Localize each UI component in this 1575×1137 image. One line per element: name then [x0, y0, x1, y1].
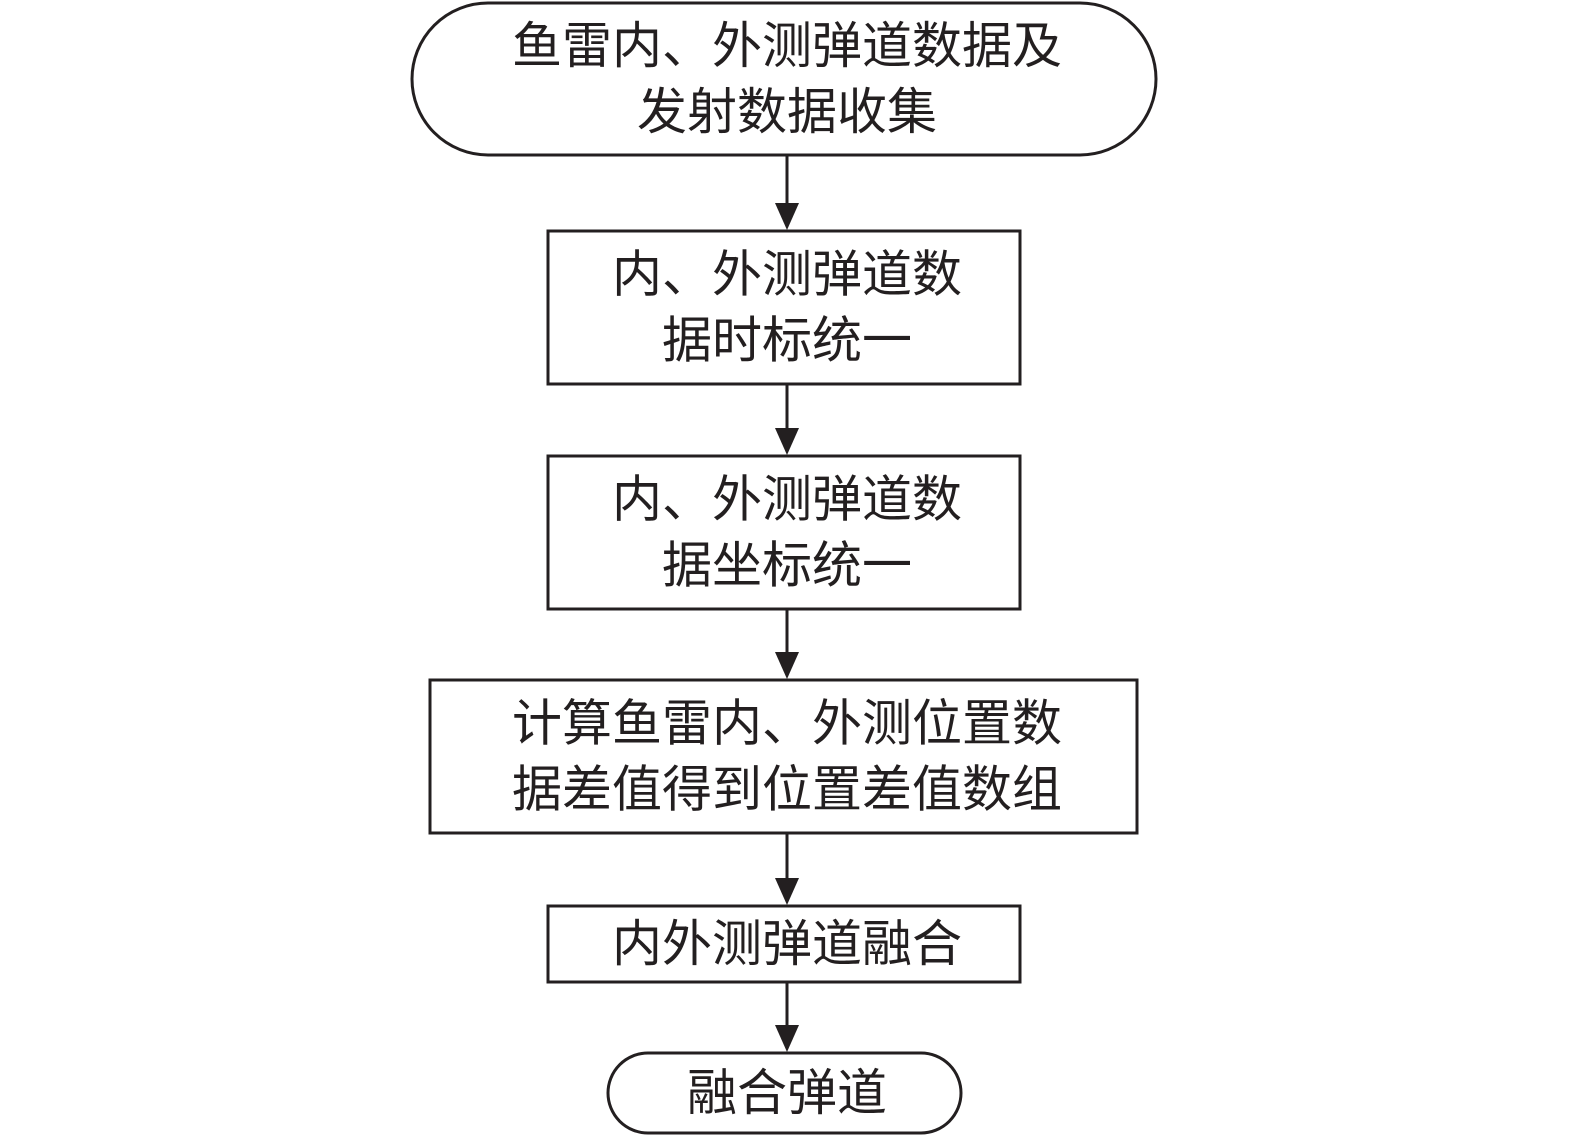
edges-layer [775, 155, 799, 1052]
arrow-head-icon [775, 203, 799, 230]
node-label-line: 发射数据收集 [637, 83, 937, 141]
process-box [546, 904, 1022, 984]
node-label-line: 融合弹道 [687, 1064, 887, 1122]
node-label-line: 计算鱼雷内、外测位置数 [512, 695, 1062, 753]
process-box [546, 454, 1022, 611]
flow-arrow-fusion-to-result [775, 982, 799, 1052]
flow-arrow-time-unify-to-coord-unify [775, 384, 799, 455]
flow-arrow-coord-unify-to-diff-calc [775, 609, 799, 679]
process-box [546, 229, 1022, 386]
node-label-line: 鱼雷内、外测弹道数据及 [512, 17, 1062, 75]
arrow-head-icon [775, 878, 799, 905]
arrow-head-icon [775, 652, 799, 679]
node-label-line: 据时标统一 [662, 312, 912, 370]
process-box [428, 678, 1139, 835]
terminal-shape [606, 1051, 963, 1135]
node-label-line: 据坐标统一 [662, 537, 912, 595]
nodes-layer: 鱼雷内、外测弹道数据及发射数据收集内、外测弹道数据时标统一内、外测弹道数据坐标统… [410, 1, 1158, 1135]
node-label-line: 内、外测弹道数 [612, 246, 962, 304]
node-label-line: 据差值得到位置差值数组 [512, 761, 1062, 819]
flow-node-result: 融合弹道 [606, 1051, 963, 1135]
flow-node-fusion: 内外测弹道融合 [546, 904, 1022, 984]
node-label-line: 内外测弹道融合 [612, 915, 962, 973]
flow-arrow-collect-to-time-unify [775, 155, 799, 230]
arrow-head-icon [775, 1025, 799, 1052]
flow-arrow-diff-calc-to-fusion [775, 833, 799, 905]
node-label-line: 内、外测弹道数 [612, 471, 962, 529]
terminal-shape [410, 1, 1158, 157]
arrow-head-icon [775, 428, 799, 455]
